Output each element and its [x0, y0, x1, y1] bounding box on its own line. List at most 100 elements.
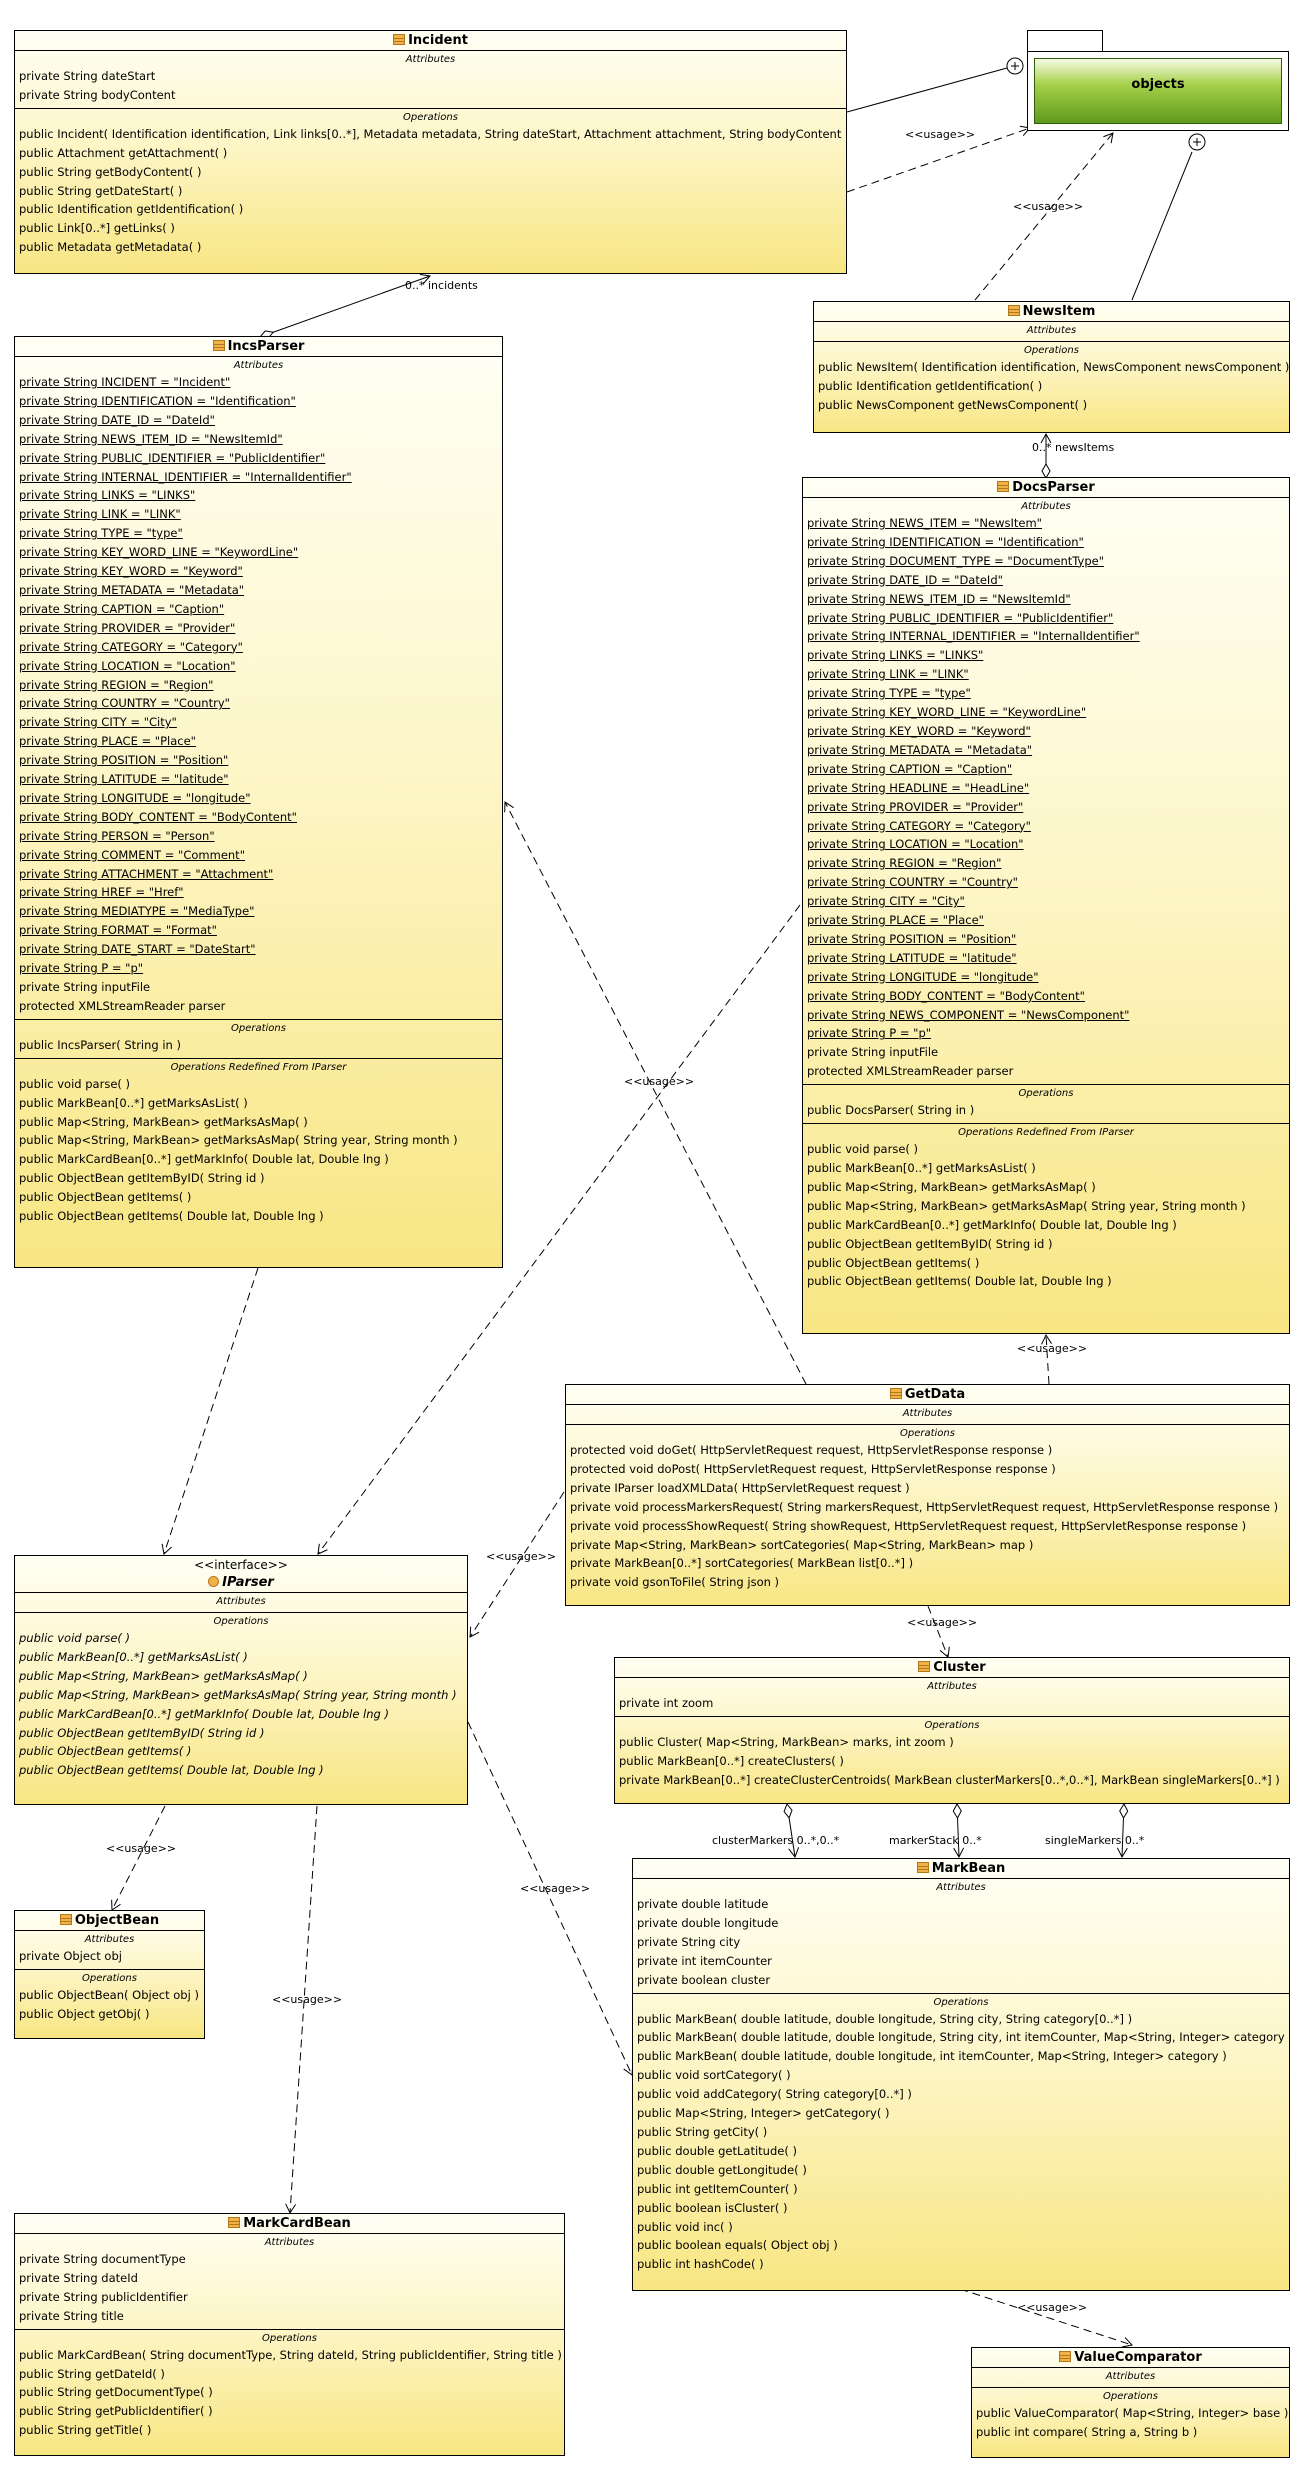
redefined-operations-caption: Operations Redefined From IParser [958, 1127, 1134, 1139]
operation-row: public MarkCardBean[0..*] getMarkInfo( D… [19, 1706, 389, 1721]
operation-row: public ObjectBean getItemByID( String id… [807, 1236, 1053, 1251]
operation-row: public Link[0..*] getLinks( ) [19, 221, 175, 236]
attribute-row: private String CATEGORY = "Category" [19, 639, 243, 654]
operations-caption: Operations [1024, 345, 1079, 356]
attribute-row: private boolean cluster [637, 1972, 771, 1987]
containment-circle-2 [1188, 133, 1206, 151]
operation-row: public Map<String, MarkBean> getMarksAsM… [19, 1133, 458, 1148]
operation-row: public void inc( ) [637, 2219, 733, 2234]
attribute-row: private String IDENTIFICATION = "Identif… [19, 393, 296, 408]
attribute-row: private String PERSON = "Person" [19, 828, 215, 843]
class-header: IParser [15, 1573, 467, 1592]
operation-row: public MarkCardBean[0..*] getMarkInfo( D… [807, 1217, 1177, 1232]
attribute-row: private String INCIDENT = "Incident" [19, 375, 231, 389]
class-name: NewsItem [1022, 304, 1096, 319]
attribute-row: private String NEWS_COMPONENT = "NewsCom… [807, 1007, 1130, 1022]
operation-row: public Map<String, MarkBean> getMarksAsM… [807, 1198, 1246, 1213]
operation-row: public ObjectBean getItems( ) [19, 1744, 192, 1759]
attribute-row: private String REGION = "Region" [807, 856, 1002, 871]
operation-row: public Incident( Identification identifi… [19, 126, 847, 141]
attribute-row: private String LATITUDE = "latitude" [19, 772, 229, 787]
attribute-row: private String inputFile [807, 1045, 939, 1060]
attribute-row: private String IDENTIFICATION = "Identif… [807, 534, 1084, 549]
operation-row: public Map<String, MarkBean> getMarksAsM… [19, 1114, 308, 1129]
class-name: Incident [408, 33, 468, 48]
attributes-section: Attributes [814, 321, 1289, 341]
attribute-row: private String INTERNAL_IDENTIFIER = "In… [807, 629, 1140, 644]
attribute-row: private String LINK = "LINK" [19, 507, 181, 522]
package-body: objects [1027, 51, 1289, 131]
class-icon [997, 481, 1010, 492]
attributes-caption: Attributes [936, 1882, 986, 1893]
attribute-row: private String CAPTION = "Caption" [19, 601, 225, 616]
attributes-section: Attributes [972, 2367, 1289, 2387]
attribute-row: private String P = "p" [19, 961, 144, 976]
class-name: ObjectBean [74, 1913, 160, 1928]
package-name-box: objects [1034, 58, 1282, 124]
operation-row: public ObjectBean getItems( Double lat, … [807, 1274, 1112, 1289]
operation-row: public ValueComparator( Map<String, Inte… [976, 2406, 1289, 2420]
class-icon [918, 1661, 931, 1672]
markerstack-label: markerStack 0..* [889, 1834, 982, 1847]
operation-row: public int compare( String a, String b ) [976, 2424, 1198, 2439]
operations-caption: Operations [933, 1996, 989, 2008]
class-icon [1059, 2351, 1072, 2362]
attribute-row: private String inputFile [19, 980, 151, 994]
operation-row: public Metadata getMetadata( ) [19, 240, 202, 255]
iparser-markcardbean-usage [285, 1805, 318, 2215]
attribute-row: private String PLACE = "Place" [807, 913, 984, 928]
attribute-row: protected XMLStreamReader parser [19, 998, 226, 1013]
operation-row: public MarkBean( double latitude, double… [637, 2011, 1133, 2026]
iparser-objectbean-usage-label: <<usage>> [106, 1842, 177, 1855]
operation-row: public NewsComponent getNewsComponent( ) [818, 397, 1088, 412]
incidents-multiplicity: 0..* incidents [405, 279, 478, 292]
operations-caption: Operations [924, 1719, 980, 1731]
getdata-incsparser-usage [504, 801, 807, 1385]
class-header: GetData [566, 1385, 1289, 1404]
operation-row: public void parse( ) [807, 1142, 919, 1157]
interface-icon [208, 1576, 220, 1587]
attribute-row: private String MEDIATYPE = "MediaType" [19, 904, 255, 919]
class-name: MarkBean [931, 1861, 1006, 1876]
class-header: Cluster [615, 1658, 1289, 1677]
operation-row: protected void doGet( HttpServletRequest… [570, 1443, 1053, 1457]
attribute-row: private String NEWS_ITEM_ID = "NewsItemI… [807, 591, 1071, 606]
operation-row: public Object getObj( ) [19, 2006, 150, 2021]
attribute-row: private String LONGITUDE = "longitude" [19, 790, 251, 805]
operation-row: public String getBodyContent( ) [19, 164, 202, 179]
attribute-row: private String PROVIDER = "Provider" [807, 799, 1024, 814]
attribute-row: private String POSITION = "Position" [807, 931, 1017, 946]
iparser-markbean-usage-label: <<usage>> [520, 1882, 591, 1895]
attribute-row: private String LONGITUDE = "longitude" [807, 969, 1039, 984]
operation-row: public ObjectBean getItems( ) [19, 1190, 192, 1205]
attribute-row: private String COMMENT = "Comment" [19, 847, 245, 862]
getdata-docsparser-usage-label: <<usage>> [1017, 1342, 1088, 1355]
operation-row: public MarkCardBean[0..*] getMarkInfo( D… [19, 1152, 389, 1167]
attribute-row: private String title [19, 2308, 124, 2323]
attribute-row: private String FORMAT = "Format" [19, 923, 217, 938]
operations-caption: Operations [262, 2332, 317, 2344]
attribute-row: private String KEY_WORD = "Keyword" [19, 564, 243, 579]
objects-package[interactable]: objects [1027, 30, 1289, 132]
operation-row: public MarkBean[0..*] getMarksAsList( ) [19, 1649, 248, 1664]
attribute-row: private String bodyContent [19, 87, 176, 102]
attributes-section: Attributes [15, 1592, 467, 1612]
attributes-caption: Attributes [1021, 501, 1071, 512]
